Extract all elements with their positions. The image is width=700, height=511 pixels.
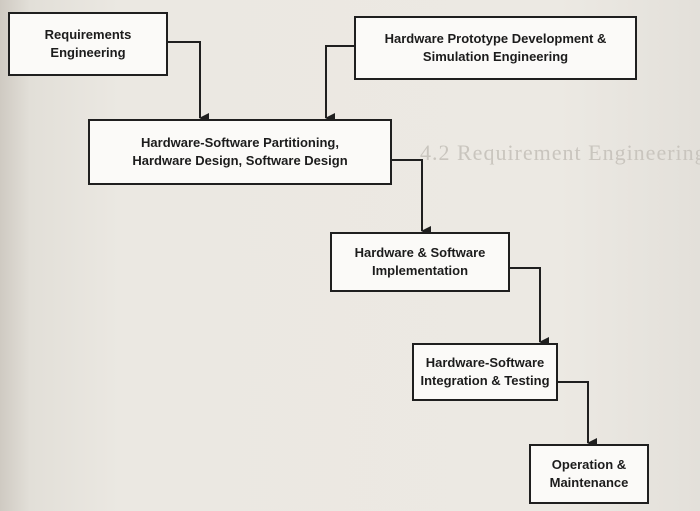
box-requirements-engineering: Requirements Engineering xyxy=(8,12,168,76)
arrow-partitioning-to-implementation xyxy=(392,159,431,236)
box-hardware-prototype: Hardware Prototype Development & Simulat… xyxy=(354,16,637,80)
arrow-requirements-to-partitioning xyxy=(168,41,209,123)
box-label: Requirements Engineering xyxy=(44,27,132,60)
box-integration-testing: Hardware-Software Integration & Testing xyxy=(412,343,558,401)
box-label: Hardware & Software Implementation xyxy=(354,245,486,278)
box-label: Hardware-Software Partitioning, Hardware… xyxy=(132,135,348,168)
box-operation-maintenance: Operation & Maintenance xyxy=(529,444,649,504)
box-label: Hardware Prototype Development & Simulat… xyxy=(384,31,607,64)
box-label: Operation & Maintenance xyxy=(549,457,629,490)
arrow-integration-to-operation xyxy=(558,381,597,448)
box-partitioning-design: Hardware-Software Partitioning, Hardware… xyxy=(88,119,392,185)
box-label: Hardware-Software Integration & Testing xyxy=(420,355,550,388)
background-heading: 4.2 Requirement Engineering xyxy=(420,140,700,165)
arrow-prototype-to-partitioning xyxy=(325,45,354,123)
box-implementation: Hardware & Software Implementation xyxy=(330,232,510,292)
arrow-implementation-to-integration xyxy=(510,267,549,347)
